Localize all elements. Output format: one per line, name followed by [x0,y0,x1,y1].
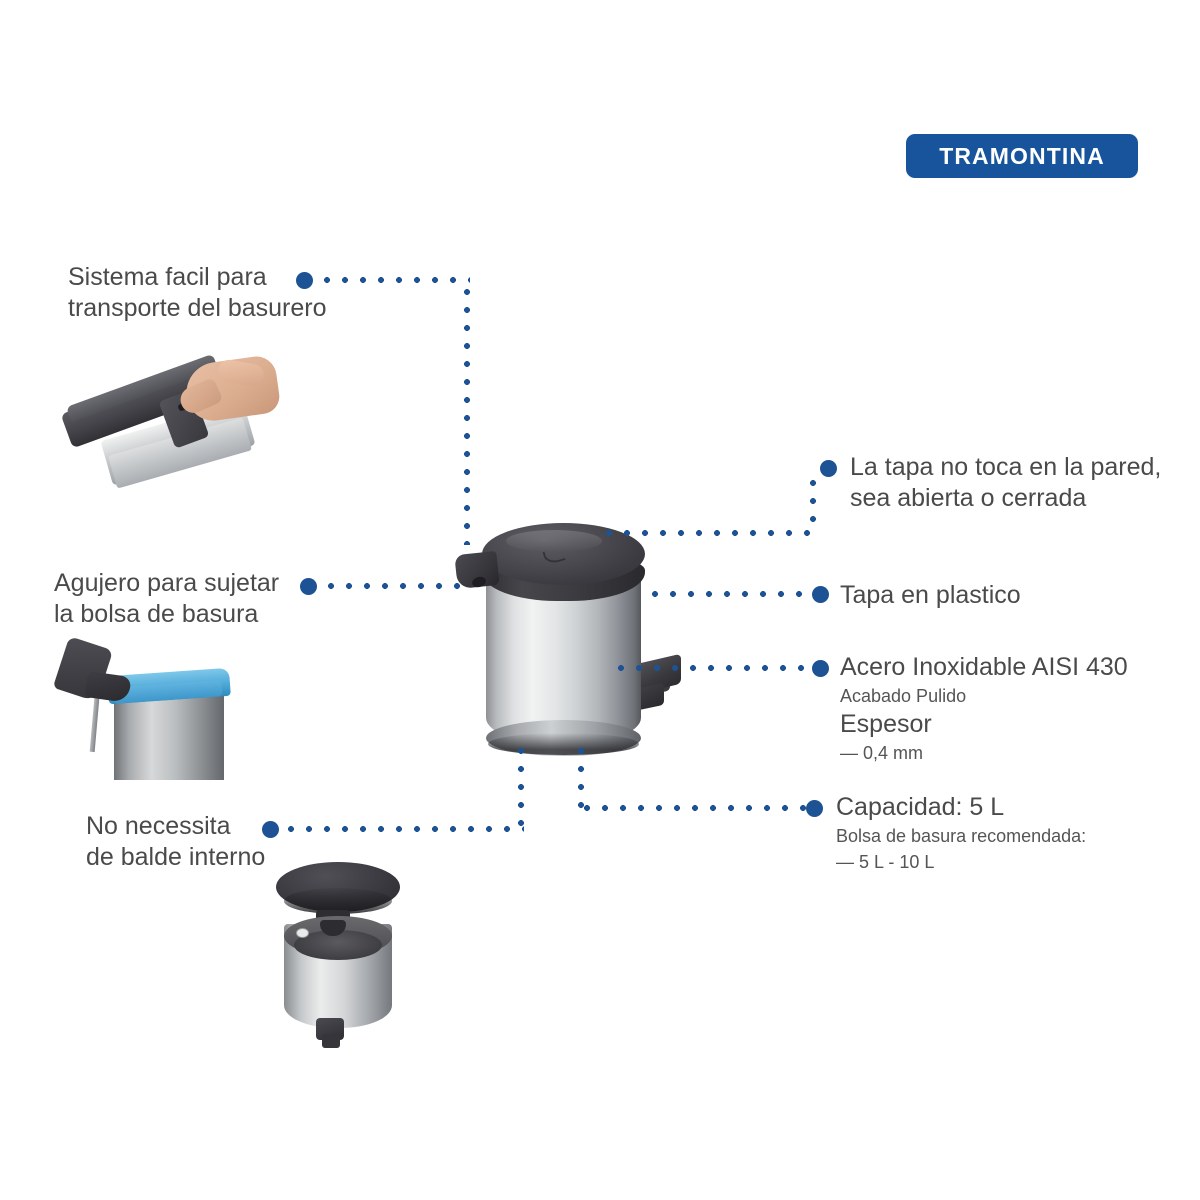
callout-no-inner-bucket-line2: de balde interno [86,843,266,871]
connector-dot-steel [812,660,829,677]
main-product-image [452,505,682,775]
callout-lid-material: Tapa en plastico [840,580,1021,611]
bin-body-steel [486,575,641,745]
connector-lid-wall-vertical [810,474,816,532]
connector-bag-hole-horizontal [322,583,470,589]
callout-bag-hole-line1: Agujero para sujetar [54,569,280,597]
connector-lid-material-line [646,591,814,597]
callout-steel-title: Acero Inoxidable AISI 430 [840,653,1128,681]
connector-dot-lid-wall [820,460,837,477]
inset-open-bin-image [258,858,448,1048]
callout-capacity-title: Capacidad: 5 L [836,793,1005,821]
callout-no-inner-bucket: No necessita de balde interno [86,811,265,873]
callout-transport-line2: transporte del basurero [68,294,327,322]
bin-bottom-shadow [488,733,639,755]
inset-bag-image [52,636,284,780]
connector-dot-transport [296,272,313,289]
inset-transport-image [58,353,284,489]
callout-steel-thickness-value: — 0,4 mm [840,743,924,763]
lid-highlight [506,530,602,552]
callout-bag-hole-line2: la bolsa de basura [54,600,259,628]
connector-no-bucket-vertical [518,742,524,830]
callout-capacity: Capacidad: 5 L Bolsa de basura recomenda… [836,792,1086,875]
callout-steel: Acero Inoxidable AISI 430 Acabado Pulido… [840,652,1128,766]
connector-transport-vertical [464,283,470,545]
connector-capacity-horizontal [578,805,816,811]
brand-logo: TRAMONTINA [906,134,1138,178]
connector-dot-lid-material [812,586,829,603]
callout-capacity-bag-value: — 5 L - 10 L [836,852,935,872]
open-bin-lid-shade [284,888,392,914]
open-bin-bag-hole [296,928,309,938]
callout-lid-wall-line1: La tapa no toca en la pared, [850,453,1162,481]
connector-steel-line [612,665,814,671]
connector-lid-wall-horizontal [600,530,816,536]
brand-logo-text: TRAMONTINA [939,142,1105,169]
connector-dot-no-bucket [262,821,279,838]
callout-transport-line1: Sistema facil para [68,263,267,291]
callout-steel-finish: Acabado Pulido [840,686,967,706]
callout-lid-wall-line2: sea abierta o cerrada [850,484,1087,512]
callout-capacity-bag-label: Bolsa de basura recomendada: [836,826,1087,846]
callout-lid-wall: La tapa no toca en la pared, sea abierta… [850,452,1161,514]
connector-no-bucket-horizontal [282,826,524,832]
callout-steel-thickness-label: Espesor [840,710,932,738]
callout-lid-material-line1: Tapa en plastico [840,581,1021,609]
open-bin-tab [320,920,346,936]
inset-bag-lid-rod [89,697,100,753]
callout-transport: Sistema facil para transporte del basure… [68,262,326,324]
connector-dot-capacity [806,800,823,817]
connector-capacity-vertical [578,742,584,808]
open-bin-pedal-base [322,1034,340,1048]
connector-transport-horizontal [318,277,470,283]
callout-bag-hole: Agujero para sujetar la bolsa de basura [54,568,279,630]
callout-no-inner-bucket-line1: No necessita [86,812,231,840]
connector-dot-bag-hole [300,578,317,595]
